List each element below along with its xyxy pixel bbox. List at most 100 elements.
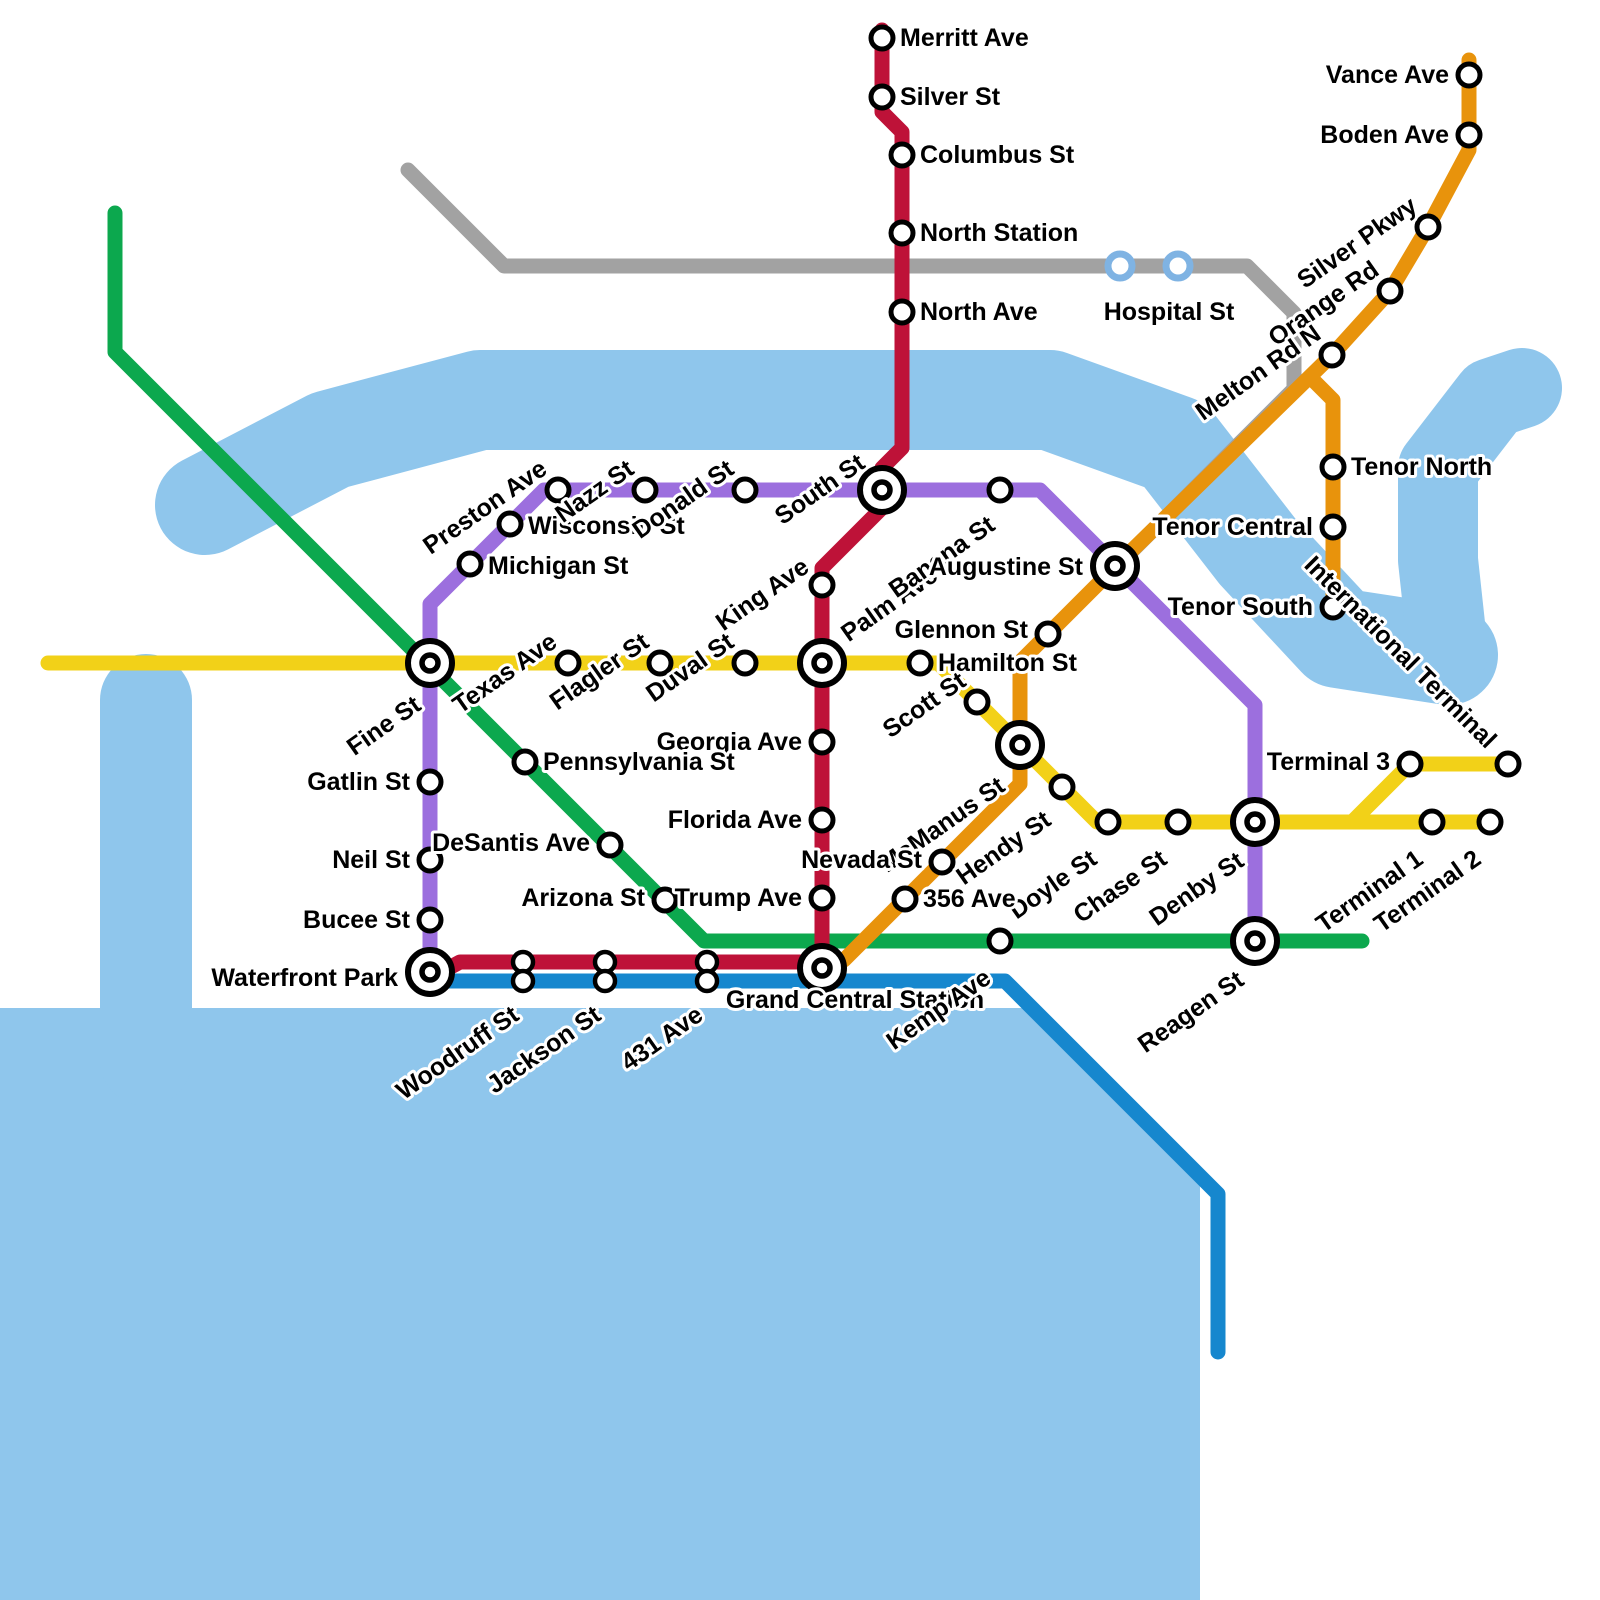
station-kemp-ave[interactable] [986, 927, 1014, 955]
station-wisconsin-st[interactable] [496, 510, 524, 538]
station-chase-st[interactable] [1164, 808, 1192, 836]
station-marker-wisconsin-st[interactable] [496, 510, 524, 538]
station-marker-arizona-st[interactable] [651, 886, 679, 914]
station-marker-gatlin-st[interactable] [416, 768, 444, 796]
station-marker-glennon-st[interactable] [1034, 620, 1062, 648]
station-marker-merritt-ave[interactable] [868, 24, 896, 52]
station-preston-ave[interactable] [544, 476, 572, 504]
station-tenor-north[interactable] [1319, 453, 1347, 481]
station-doyle-st[interactable] [1094, 808, 1122, 836]
station-reagen-st[interactable] [1230, 916, 1280, 966]
station-terminal-2[interactable] [1476, 808, 1504, 836]
station-denby-st[interactable] [1230, 797, 1280, 847]
station-bucee-st[interactable] [416, 906, 444, 934]
station-marker-vance-ave[interactable] [1455, 61, 1483, 89]
station-marker-columbus-st[interactable] [888, 141, 916, 169]
station-marker-doyle-st[interactable] [1094, 808, 1122, 836]
station-marker-kemp-ave[interactable] [986, 927, 1014, 955]
station-marker-tenor-central[interactable] [1319, 513, 1347, 541]
station-marker-nazz-st[interactable] [631, 476, 659, 504]
station-marker-scott-st[interactable] [963, 688, 991, 716]
station-texas-ave[interactable] [554, 649, 582, 677]
station-marker-boden-ave[interactable] [1455, 121, 1483, 149]
station-fine-st[interactable] [405, 638, 455, 688]
station-nevada-st[interactable] [928, 848, 956, 876]
station-arizona-st[interactable] [651, 886, 679, 914]
station-marker-terminal-3[interactable] [1396, 750, 1424, 778]
station-mcmanus-st[interactable] [995, 720, 1045, 770]
station-melton-rd-n[interactable] [1318, 341, 1346, 369]
station-marker-king-ave[interactable] [808, 571, 836, 599]
station-columbus-st[interactable] [888, 141, 916, 169]
station-vance-ave[interactable] [1455, 61, 1483, 89]
station-marker-terminal-2[interactable] [1476, 808, 1504, 836]
station-michigan-st[interactable] [456, 550, 484, 578]
station-georgia-ave[interactable] [808, 728, 836, 756]
station-marker-terminal-1[interactable] [1418, 808, 1446, 836]
station-marker-desantis-ave[interactable] [596, 831, 624, 859]
station-marker-north-station[interactable] [888, 219, 916, 247]
station-431-ave[interactable] [694, 949, 720, 994]
station-marker-orange-rd[interactable] [1376, 277, 1404, 305]
station-terminal-1[interactable] [1418, 808, 1446, 836]
station-marker-duval-st[interactable] [731, 649, 759, 677]
station-woodruff-st[interactable] [510, 949, 536, 994]
station-boden-ave[interactable] [1455, 121, 1483, 149]
station-gatlin-st[interactable] [416, 768, 444, 796]
station-north-station[interactable] [888, 219, 916, 247]
station-marker-tenor-north[interactable] [1319, 453, 1347, 481]
station-desantis-ave[interactable] [596, 831, 624, 859]
station-silver-pkwy[interactable] [1414, 213, 1442, 241]
station-donald-st[interactable] [731, 476, 759, 504]
station-marker-trump-ave[interactable] [808, 884, 836, 912]
station-merritt-ave[interactable] [868, 24, 896, 52]
station-waterfront-park[interactable] [405, 947, 455, 997]
station-marker-neil-st[interactable] [416, 846, 444, 874]
station-marker-flagler-st[interactable] [646, 649, 674, 677]
station-marker-texas-ave[interactable] [554, 649, 582, 677]
station-palm-ave[interactable] [797, 638, 847, 688]
station-augustine-st[interactable] [1090, 541, 1140, 591]
station-neil-st[interactable] [416, 846, 444, 874]
station-king-ave[interactable] [808, 571, 836, 599]
station-south-st[interactable] [857, 465, 907, 515]
station-marker-silver-pkwy[interactable] [1414, 213, 1442, 241]
station-356-ave[interactable] [891, 885, 919, 913]
station-trump-ave[interactable] [808, 884, 836, 912]
station-pennsylvania-st[interactable] [511, 748, 539, 776]
station-terminal-3[interactable] [1396, 750, 1424, 778]
station-nazz-st[interactable] [631, 476, 659, 504]
station-orange-rd[interactable] [1376, 277, 1404, 305]
station-marker-florida-ave[interactable] [808, 806, 836, 834]
station-flagler-st[interactable] [646, 649, 674, 677]
station-marker-silver-st[interactable] [868, 83, 896, 111]
station-marker-donald-st[interactable] [731, 476, 759, 504]
station-marker-356-ave[interactable] [891, 885, 919, 913]
station-tenor-central[interactable] [1319, 513, 1347, 541]
station-marker-hendy-st[interactable] [1048, 773, 1076, 801]
station-marker-jackson-st[interactable] [592, 968, 618, 994]
station-marker-preston-ave[interactable] [544, 476, 572, 504]
station-marker-hospital-st[interactable] [1162, 250, 1194, 282]
station-marker-michigan-st[interactable] [456, 550, 484, 578]
station-marker-woodruff-st[interactable] [510, 968, 536, 994]
station-glennon-st[interactable] [1034, 620, 1062, 648]
station-scott-st[interactable] [963, 688, 991, 716]
station-jackson-st[interactable] [592, 949, 618, 994]
station-silver-st[interactable] [868, 83, 896, 111]
station-marker-tenor-south[interactable] [1319, 593, 1347, 621]
station-grand-central-station[interactable] [797, 943, 847, 993]
station-marker-pennsylvania-st[interactable] [511, 748, 539, 776]
station-marker-international-terminal[interactable] [1494, 750, 1522, 778]
station-marker-nevada-st[interactable] [928, 848, 956, 876]
station-marker-hospital-st[interactable] [1104, 250, 1136, 282]
station-marker-georgia-ave[interactable] [808, 728, 836, 756]
station-tenor-south[interactable] [1319, 593, 1347, 621]
station-international-terminal[interactable] [1494, 750, 1522, 778]
station-hospital-st[interactable] [1104, 250, 1194, 282]
station-marker-north-ave[interactable] [888, 298, 916, 326]
station-marker-chase-st[interactable] [1164, 808, 1192, 836]
station-marker-banana-st[interactable] [986, 476, 1014, 504]
station-north-ave[interactable] [888, 298, 916, 326]
station-florida-ave[interactable] [808, 806, 836, 834]
